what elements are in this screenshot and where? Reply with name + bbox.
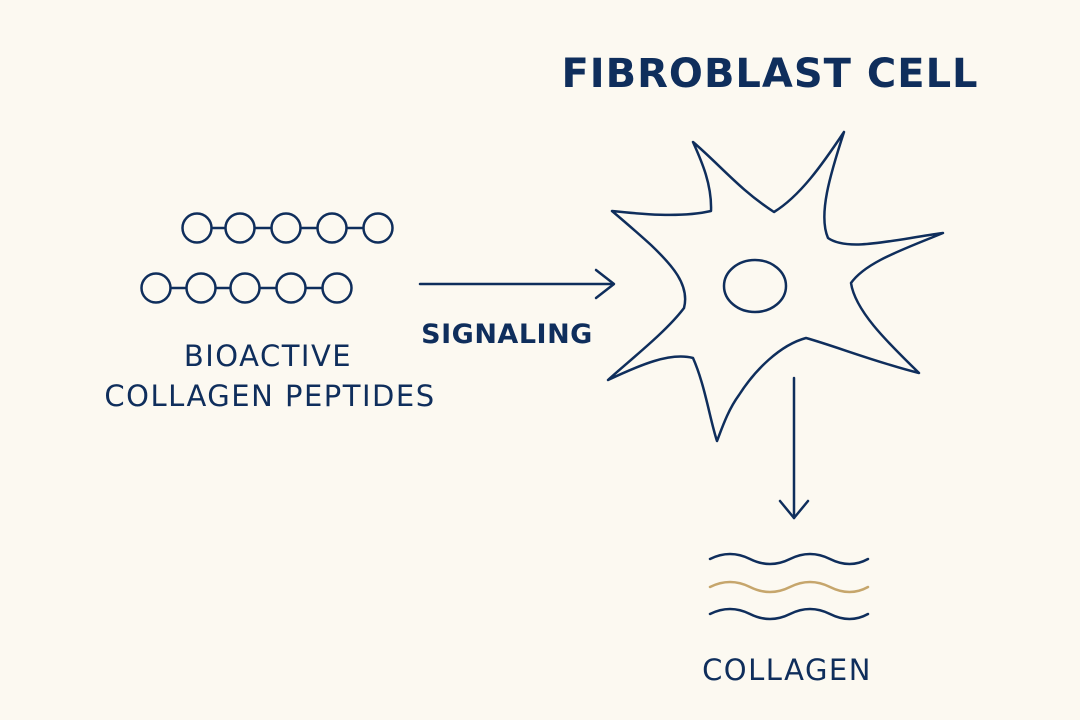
production-arrow (778, 376, 810, 520)
peptide-chain-icon (140, 212, 394, 304)
collagen-wave-top (708, 552, 870, 566)
peptide-chain-top (181, 212, 394, 244)
signaling-arrow (418, 268, 616, 300)
peptides-label-line2: COLLAGEN PEPTIDES (104, 379, 435, 413)
signaling-label: SIGNALING (421, 319, 593, 350)
fibroblast-cell-icon (606, 130, 945, 443)
peptide-chain-bottom (140, 272, 353, 304)
diagram-title: FIBROBLAST CELL (561, 51, 978, 97)
cell-nucleus (722, 258, 788, 314)
collagen-wave-bottom (708, 607, 870, 621)
cell-membrane (606, 130, 945, 443)
collagen-fiber-icon (708, 552, 870, 621)
collagen-label: COLLAGEN (702, 653, 872, 687)
collagen-wave-middle (708, 580, 870, 594)
peptides-label-line1: BIOACTIVE (184, 339, 352, 373)
